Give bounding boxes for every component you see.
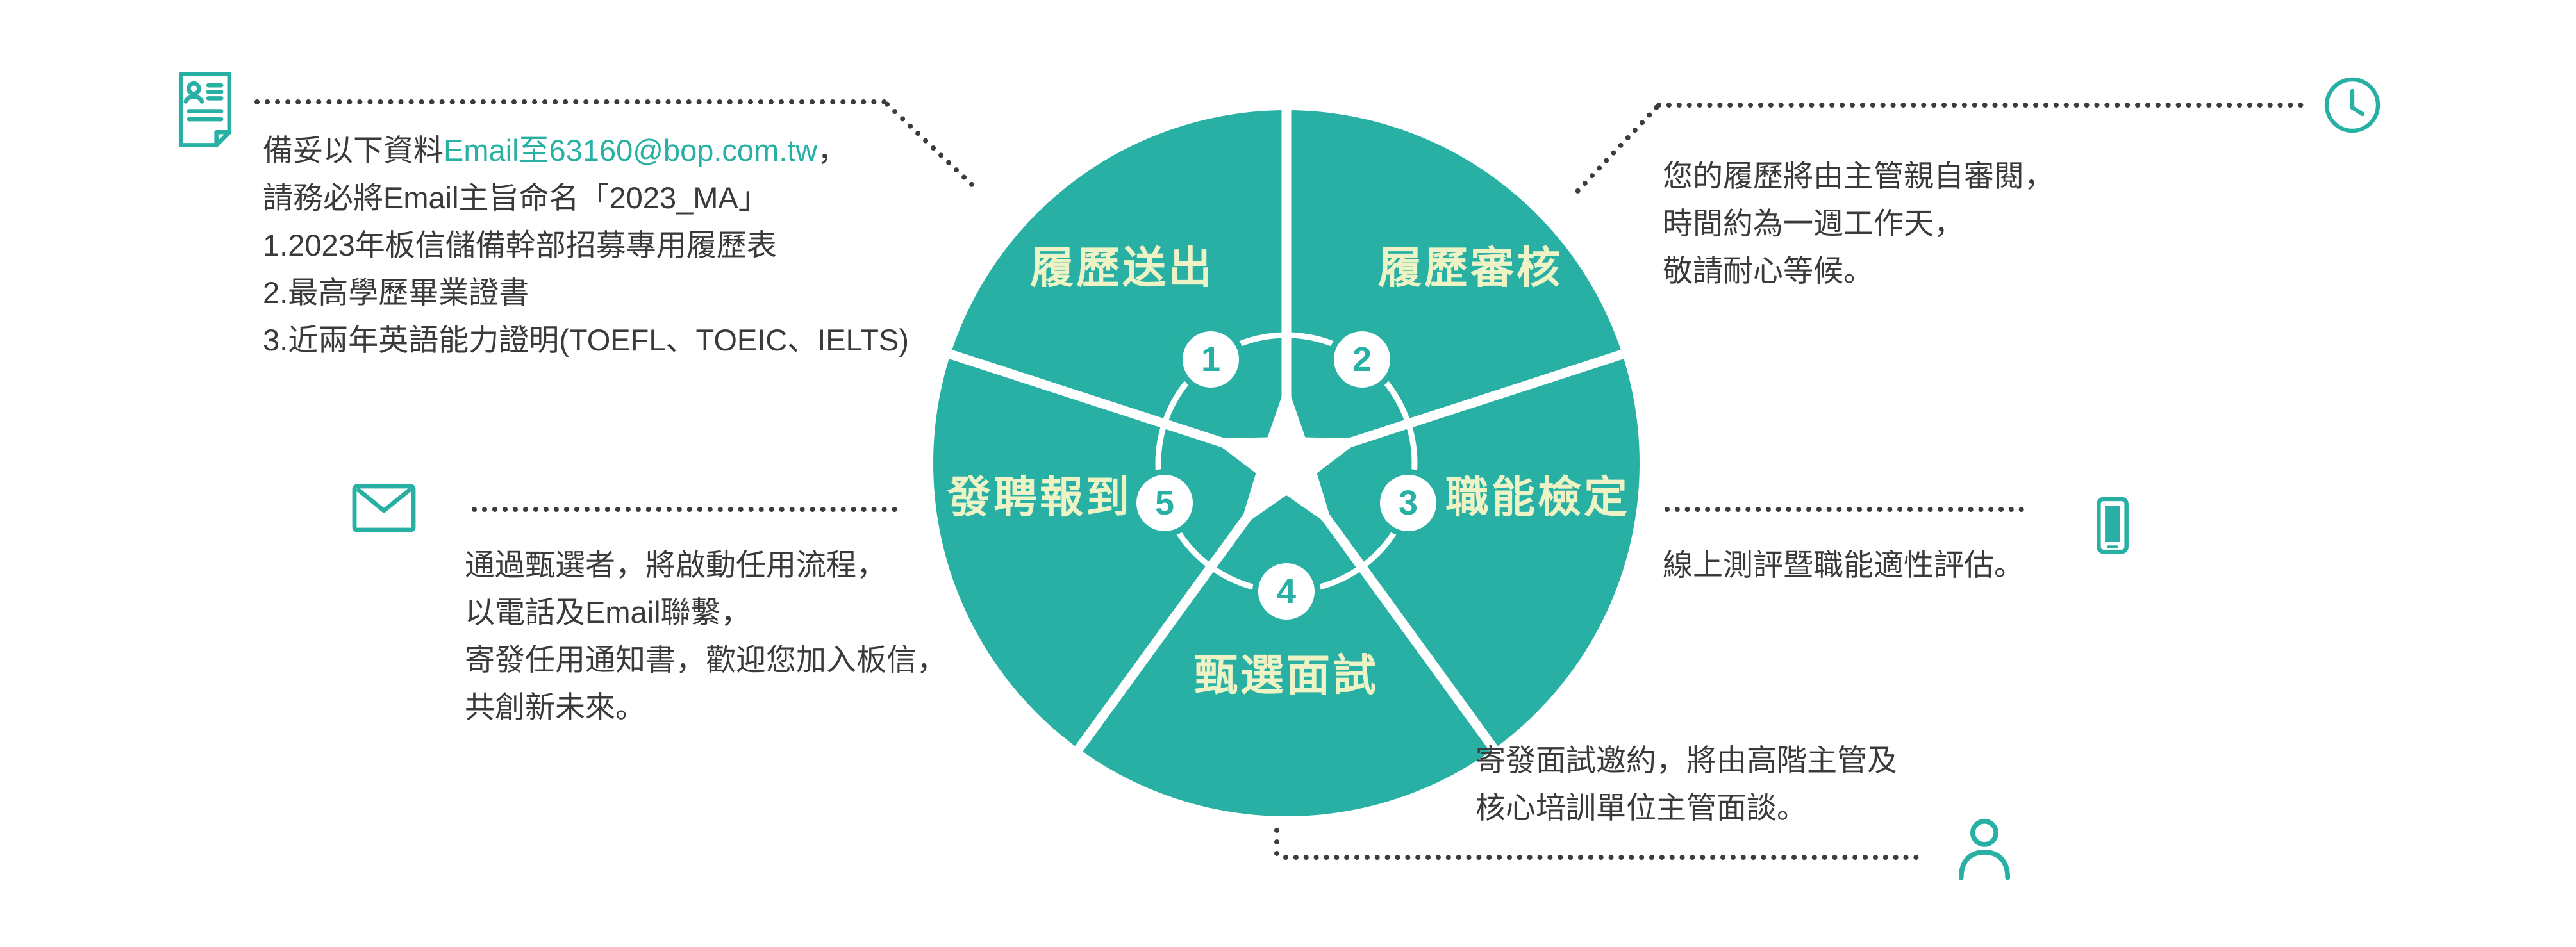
review-note: 您的履歷將由主管親自審閱， 時間約為一週工作天， 敬請耐心等候。 xyxy=(1663,152,2054,295)
resume-document-icon xyxy=(168,69,242,150)
connector-resume-horizontal xyxy=(254,99,887,104)
clock-icon xyxy=(2322,74,2383,136)
review-line: 時間約為一週工作天， xyxy=(1663,206,1964,240)
person-icon xyxy=(1947,811,2022,885)
resume-line: 2.最高學歷畢業證書 xyxy=(263,276,529,309)
resume-instructions: 備妥以下資料Email至63160@bop.com.tw， 請務必將Email主… xyxy=(263,127,909,364)
smartphone-icon xyxy=(2079,492,2146,559)
resume-line: 請務必將Email主旨命名「2023_MA」 xyxy=(263,181,769,215)
review-line: 您的履歷將由主管親自審閱， xyxy=(1663,159,2054,193)
process-wheel xyxy=(933,110,1640,816)
resume-line: 1.2023年板信儲備幹部招募專用履歷表 xyxy=(263,228,777,262)
step-label-1: 履歷送出 xyxy=(1029,243,1215,293)
step-label-4: 甄選面試 xyxy=(1193,651,1379,700)
assessment-note: 線上測評暨職能適性評估。 xyxy=(1663,541,2024,589)
connector-interview-horizontal xyxy=(1283,855,1919,860)
connector-interview-vertical xyxy=(1274,828,1279,856)
review-line: 敬請耐心等候。 xyxy=(1663,254,1874,288)
offer-line: 以電話及Email聯繫， xyxy=(465,595,751,629)
resume-line-email: 備妥以下資料Email至63160@bop.com.tw， xyxy=(263,127,909,174)
offer-line: 通過甄選者，將啟動任用流程， xyxy=(465,548,886,582)
email-address-link[interactable]: Email至63160@bop.com.tw xyxy=(444,133,818,167)
step-label-5: 發聘報到 xyxy=(947,473,1133,522)
wheel-spokes xyxy=(949,110,1624,752)
offer-line: 共創新未來。 xyxy=(465,690,645,724)
center-star xyxy=(1210,383,1363,529)
interview-note: 寄發面試邀約，將由高階主管及 核心培訓單位主管面談。 xyxy=(1475,737,1897,832)
offer-line: 寄發任用通知書，歡迎您加入板信， xyxy=(465,643,947,677)
resume-line-prefix: 備妥以下資料 xyxy=(263,133,444,167)
step-label-2: 履歷審核 xyxy=(1377,243,1563,293)
connector-review-horizontal xyxy=(1656,103,2304,108)
step-label-3: 職能檢定 xyxy=(1445,473,1631,522)
connector-assessment-horizontal xyxy=(1665,507,2024,512)
step-number-badge-5: 5 xyxy=(1136,475,1193,531)
assessment-line: 線上測評暨職能適性評估。 xyxy=(1663,548,2024,582)
offer-note: 通過甄選者，將啟動任用流程， 以電話及Email聯繫， 寄發任用通知書，歡迎您加… xyxy=(465,541,947,731)
resume-line: 3.近兩年英語能力證明(TOEFL、TOEIC、IELTS) xyxy=(263,323,909,357)
connector-offer-horizontal xyxy=(472,507,897,512)
step-number-badge-2: 2 xyxy=(1334,331,1390,388)
step-number-badge-3: 3 xyxy=(1380,475,1436,531)
step-number-badge-4: 4 xyxy=(1258,563,1315,620)
envelope-icon xyxy=(352,484,416,532)
step-number-badge-1: 1 xyxy=(1183,331,1239,388)
interview-line: 寄發面試邀約，將由高階主管及 xyxy=(1475,743,1897,777)
interview-line: 核心培訓單位主管面談。 xyxy=(1475,791,1807,825)
resume-line-suffix: ， xyxy=(817,133,848,167)
